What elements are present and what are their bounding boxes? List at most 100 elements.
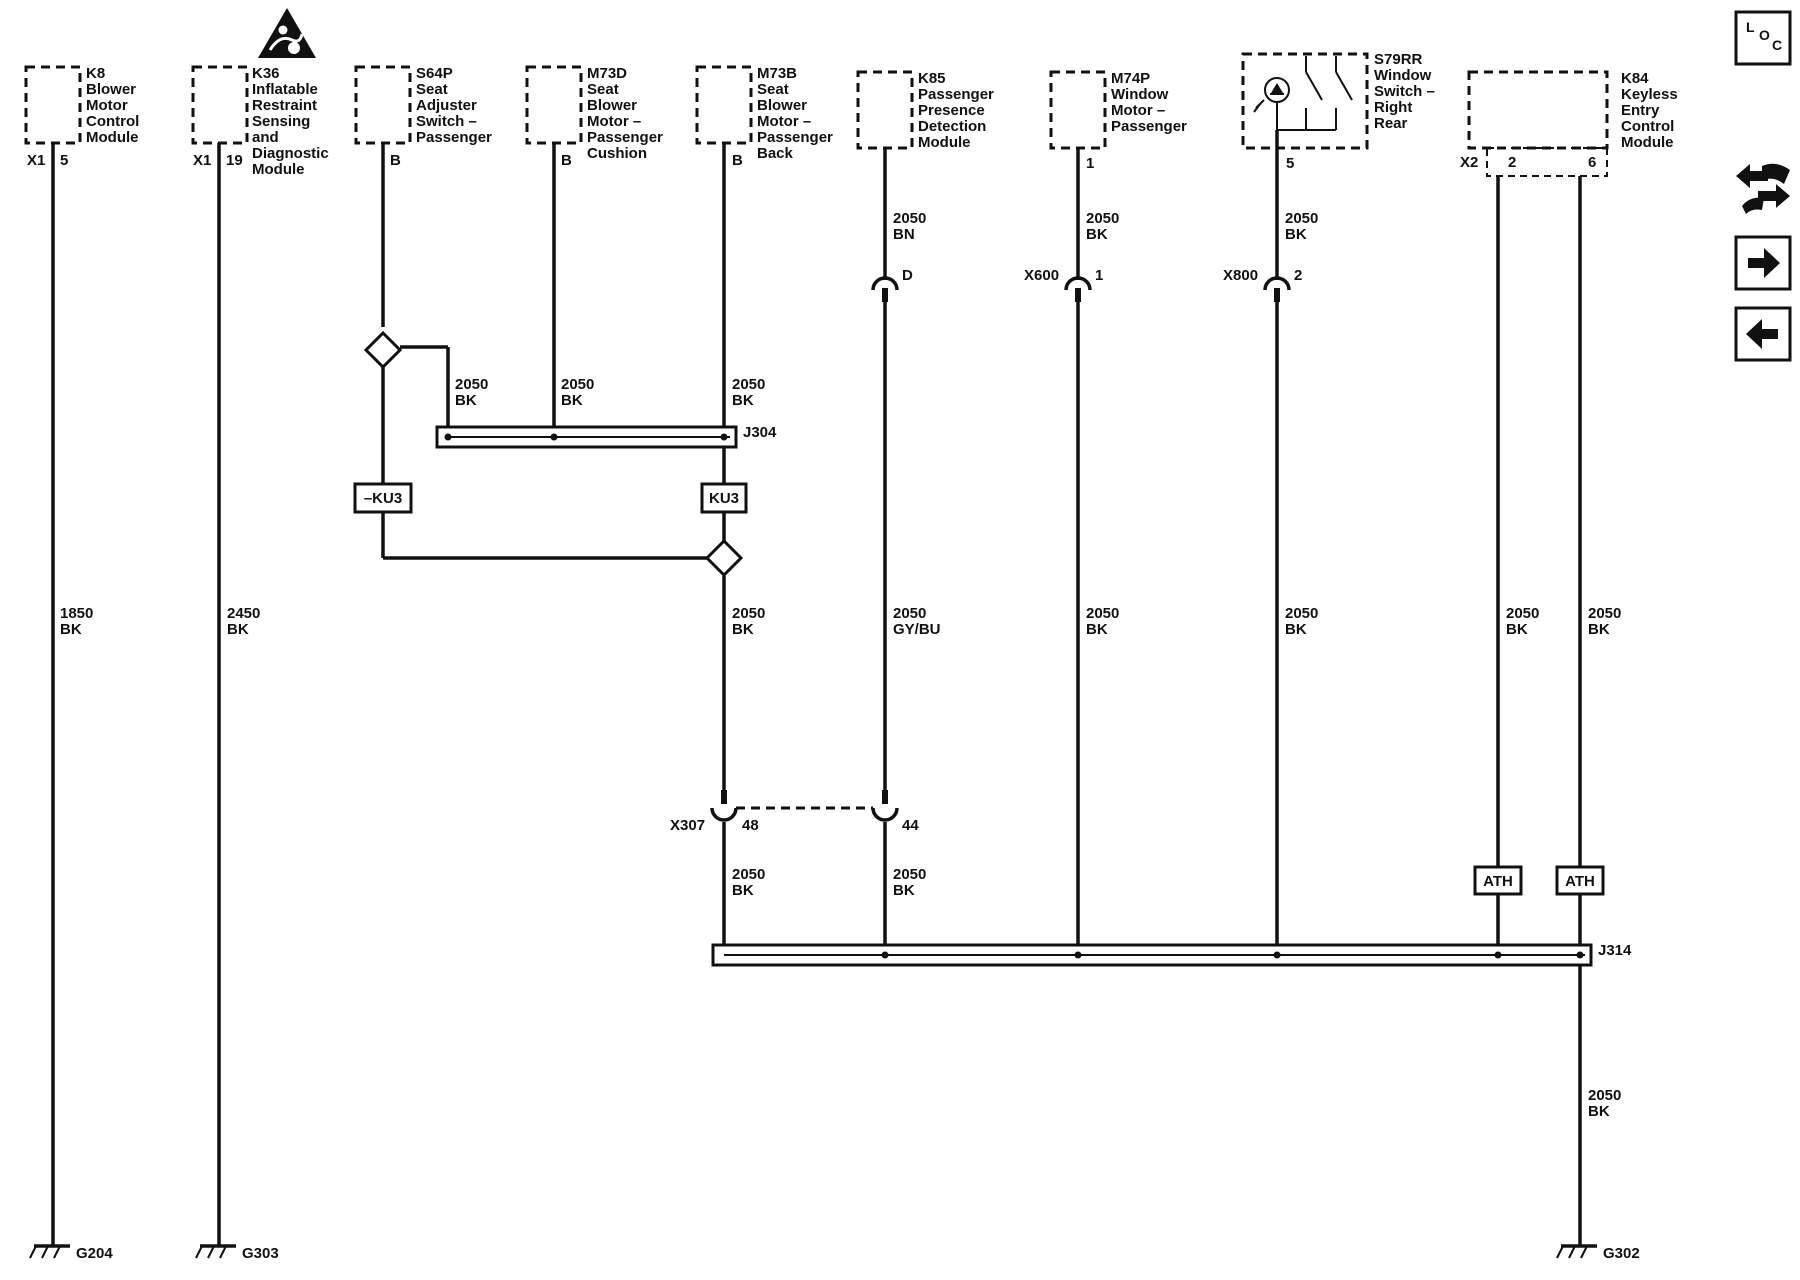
wire-color: BK xyxy=(227,621,249,638)
component-desc: Restraint xyxy=(252,97,317,114)
option-label: –KU3 xyxy=(364,490,402,507)
ground-g204: G204 xyxy=(29,1244,113,1262)
circuit-number: 2050 xyxy=(893,605,926,622)
m73d-label: M73D Seat Blower Motor – Passenger Cushi… xyxy=(561,65,663,169)
k84-component-box xyxy=(1467,70,1609,150)
component-desc: Blower xyxy=(757,97,807,114)
component-desc: Rear xyxy=(1374,115,1408,132)
component-desc: Window xyxy=(1374,67,1432,84)
circuit-number: 2050 xyxy=(893,210,926,227)
m73b-component-box xyxy=(695,65,753,145)
previous-page-button[interactable] xyxy=(1734,306,1792,362)
m73b-label: M73B Seat Blower Motor – Passenger Back … xyxy=(732,65,833,169)
wire-color: BK xyxy=(1588,1103,1610,1120)
wire-lines xyxy=(51,143,1582,1246)
pin-label: 1 xyxy=(1095,267,1103,284)
component-ref: K36 xyxy=(252,65,280,82)
component-desc: Entry xyxy=(1621,102,1660,119)
wire-color: BN xyxy=(893,226,915,243)
connector-label: X600 xyxy=(1024,267,1059,284)
pin-label: 48 xyxy=(742,817,759,834)
m74p-component-box xyxy=(1049,70,1107,150)
option-label: ATH xyxy=(1483,873,1513,890)
component-desc: Passenger xyxy=(757,129,833,146)
wire-color: BK xyxy=(732,392,754,409)
circuit-number: 2050 xyxy=(1588,1087,1621,1104)
component-desc: Passenger xyxy=(1111,118,1187,135)
circuit-number: 1850 xyxy=(60,605,93,622)
k36-label: K36 Inflatable Restraint Sensing and Dia… xyxy=(193,65,329,178)
pin-label: 19 xyxy=(226,152,243,169)
x600-connector: X600 1 xyxy=(1024,267,1103,302)
component-desc: Seat xyxy=(587,81,619,98)
component-ref: S79RR xyxy=(1374,51,1423,68)
circuit-number: 2050 xyxy=(732,605,765,622)
circuit-number: 2050 xyxy=(1285,605,1318,622)
s64p-component-box xyxy=(354,65,412,145)
previous-page-icon xyxy=(1746,319,1778,349)
pin-label: B xyxy=(390,152,401,169)
pin-label: B xyxy=(561,152,572,169)
location-view-button[interactable]: L O C xyxy=(1734,10,1792,66)
wire-color: BK xyxy=(893,882,915,899)
pin-label: 6 xyxy=(1588,154,1596,171)
component-desc: Back xyxy=(757,145,794,162)
component-ref: M74P xyxy=(1111,70,1150,87)
pin-label: D xyxy=(902,267,913,284)
component-desc: Module xyxy=(918,134,971,151)
circuit-number: 2050 xyxy=(1285,210,1318,227)
connector-label: X1 xyxy=(27,152,45,169)
pin-label: 1 xyxy=(1086,155,1094,172)
ground-label: G302 xyxy=(1603,1245,1640,1262)
component-desc: Seat xyxy=(757,81,789,98)
wire-color: BK xyxy=(732,621,754,638)
option-label: KU3 xyxy=(709,490,739,507)
connector-view-button[interactable] xyxy=(1736,163,1790,214)
x307-connector: X307 48 44 xyxy=(670,790,919,834)
component-desc: Presence xyxy=(918,102,985,119)
component-desc: Blower xyxy=(587,97,637,114)
component-desc: Blower xyxy=(86,81,136,98)
window-switch-symbol xyxy=(1253,56,1353,148)
m73d-component-box xyxy=(525,65,583,145)
k85-inline-connector: D xyxy=(871,267,913,302)
splice-label: J314 xyxy=(1598,942,1632,959)
component-desc: Seat xyxy=(416,81,448,98)
ground-label: G204 xyxy=(76,1245,113,1262)
option-box-ku3: KU3 xyxy=(700,482,748,514)
ground-g302: G302 xyxy=(1556,1244,1640,1262)
wire-color: BK xyxy=(1285,621,1307,638)
k84-x2-connector-box xyxy=(1486,147,1608,177)
circuit-number: 2050 xyxy=(1086,210,1119,227)
component-desc: Motor xyxy=(86,97,128,114)
location-icon: L O C xyxy=(1746,19,1782,53)
x800-connector: X800 2 xyxy=(1223,267,1302,302)
component-desc: Sensing xyxy=(252,113,310,130)
next-page-button[interactable] xyxy=(1734,235,1792,291)
connector-label: X1 xyxy=(193,152,211,169)
wire-color: BK xyxy=(732,882,754,899)
circuit-number: 2050 xyxy=(1588,605,1621,622)
component-desc: Module xyxy=(86,129,139,146)
s79rr-component-box xyxy=(1241,52,1369,150)
component-desc: Switch – xyxy=(1374,83,1435,100)
wire-color: BK xyxy=(1086,621,1108,638)
component-desc: Motor – xyxy=(1111,102,1165,119)
circuit-number: 2450 xyxy=(227,605,260,622)
k85-component-box xyxy=(856,70,914,150)
component-desc: Motor – xyxy=(757,113,811,130)
s64p-label: S64P Seat Adjuster Switch – Passenger B xyxy=(390,65,492,169)
component-desc: Control xyxy=(1621,118,1674,135)
circuit-number: 2050 xyxy=(561,376,594,393)
component-ref: K85 xyxy=(918,70,946,87)
j304-splice: J304 xyxy=(435,424,777,449)
pin-label: 5 xyxy=(1286,155,1294,172)
component-desc: Control xyxy=(86,113,139,130)
circuit-number: 2050 xyxy=(732,866,765,883)
pin-label: 2 xyxy=(1294,267,1302,284)
component-desc: Module xyxy=(1621,134,1674,151)
wire-color: GY/BU xyxy=(893,621,941,638)
wire-color: BK xyxy=(1588,621,1610,638)
k36-component-box xyxy=(191,65,249,145)
